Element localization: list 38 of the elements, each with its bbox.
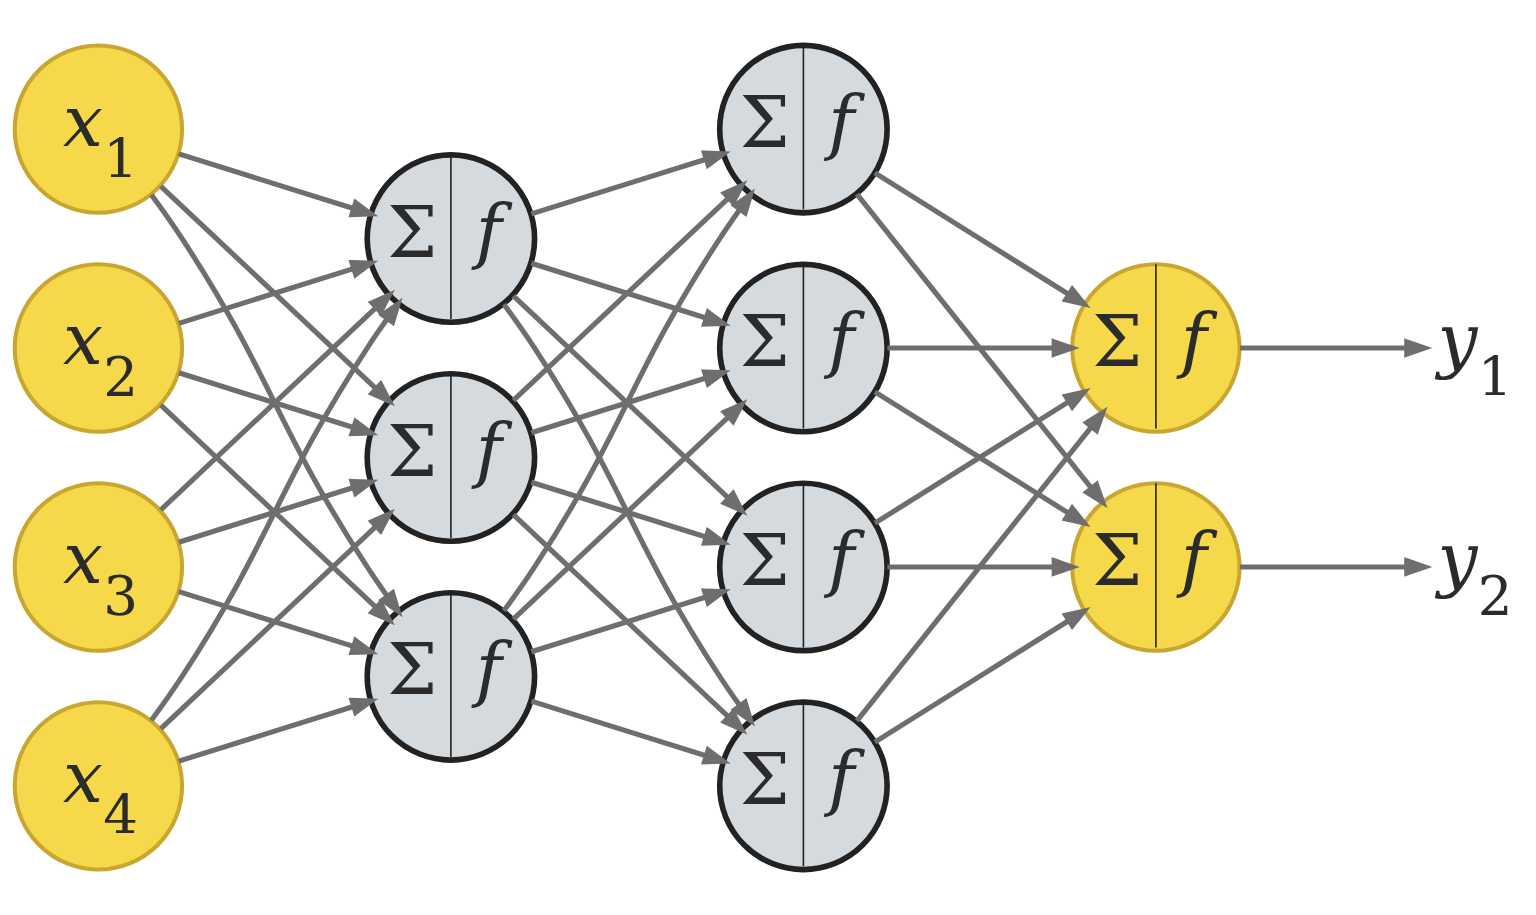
arrow	[511, 180, 748, 403]
arrow	[178, 478, 379, 545]
arrow	[530, 479, 731, 546]
arrow	[511, 512, 748, 735]
node-circle: x$_{1}$	[12, 43, 185, 215]
node-text: y$_{2}$	[1437, 517, 1513, 629]
arrow	[149, 297, 403, 722]
node-circle: x$_{2}$	[12, 262, 185, 434]
arrow	[149, 193, 403, 618]
arrow	[530, 260, 731, 327]
arrow	[887, 338, 1080, 358]
arrow	[530, 369, 731, 436]
arrow	[511, 293, 748, 516]
arrow	[887, 557, 1080, 577]
node-circle: x$_{4}$	[12, 700, 185, 872]
arrow	[873, 606, 1091, 745]
arrow	[159, 289, 395, 512]
node-text: y$_{1}$	[1437, 298, 1513, 410]
arrow	[1240, 557, 1433, 577]
arrow	[178, 259, 379, 326]
arrow	[178, 697, 379, 764]
arrow	[501, 188, 756, 613]
arrow	[854, 192, 1108, 509]
arrow	[159, 508, 395, 731]
arrow	[530, 698, 731, 765]
arrow	[530, 150, 731, 217]
arrow	[1240, 338, 1433, 358]
arrow	[178, 151, 379, 218]
arrow	[873, 170, 1091, 309]
arrow	[178, 370, 379, 437]
arrow	[501, 302, 756, 727]
arrow	[530, 588, 731, 655]
arrow	[178, 589, 379, 656]
node-circle: x$_{3}$	[12, 481, 185, 653]
arrow	[159, 403, 395, 626]
arrow	[511, 399, 748, 622]
arrow	[854, 406, 1108, 723]
arrow	[159, 184, 395, 407]
